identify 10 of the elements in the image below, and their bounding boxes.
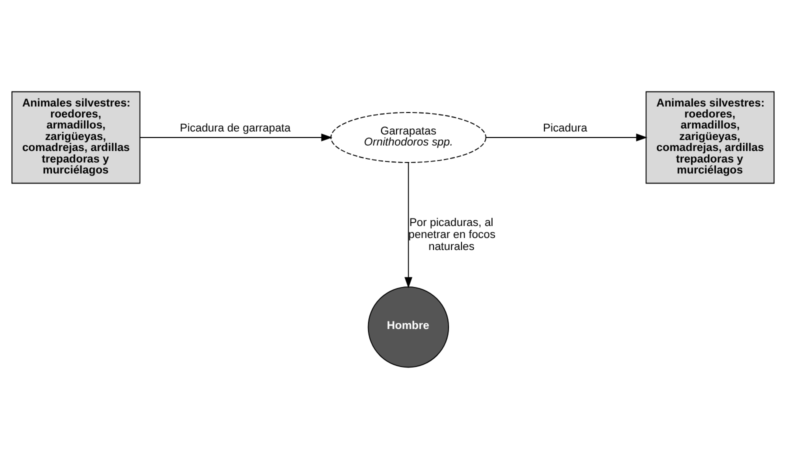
node-circle: Hombre — [368, 286, 450, 368]
arrow — [485, 134, 648, 142]
node-box: Animales silvestres: roedores, armadillos, zarigüeyas, comadrejas, ardillas trepadoras y murciélagos — [11, 91, 140, 184]
edge-label: Por picaduras, al penetrar en focos naturales — [408, 216, 496, 254]
edge-label: Picadura de garrapata — [180, 122, 291, 135]
node-box: Animales silvestres: roedores, armadillos, zarigüeyas, comadrejas, ardillas trepadoras y murciélagos — [646, 91, 775, 184]
node-ellipse: Garrapatas Ornithodoros spp. — [330, 112, 486, 163]
arrow — [404, 162, 412, 288]
arrow — [140, 134, 332, 142]
edge-label: Picadura — [543, 122, 588, 135]
